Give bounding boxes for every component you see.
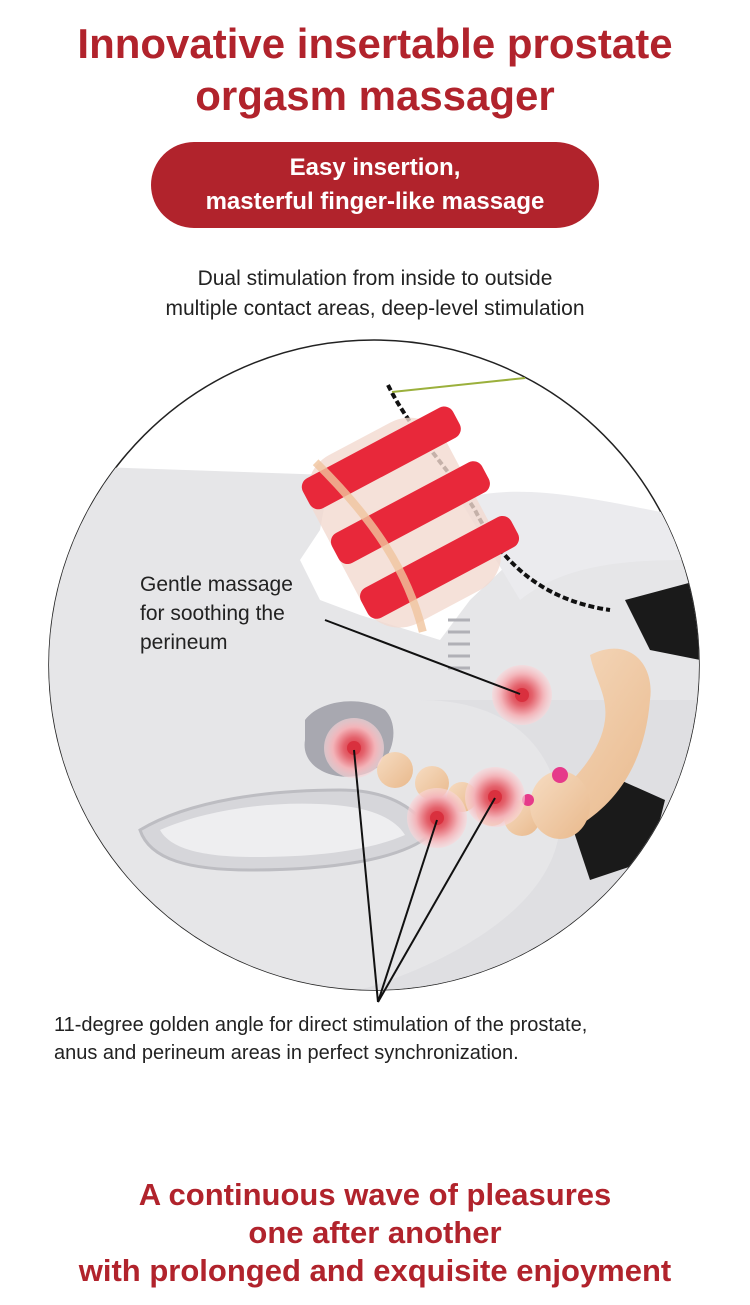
callout-line-gentle	[324, 619, 521, 695]
external-massager	[301, 406, 520, 633]
subtitle: Dual stimulation from inside to outside …	[0, 264, 750, 324]
page-title: Innovative insertable prostate orgasm ma…	[0, 18, 750, 122]
callout-golden-angle: 11-degree golden angle for direct stimul…	[54, 1011, 714, 1067]
tagline-line-1: A continuous wave of pleasures	[138, 1177, 612, 1212]
title-line-1: Innovative insertable prostate	[77, 20, 673, 67]
title-line-2: orgasm massager	[195, 72, 555, 119]
callout-lines-angle	[353, 749, 496, 1003]
badge-line-1: Easy insertion,	[289, 154, 461, 181]
anatomy-upper-shape	[460, 491, 699, 600]
tagline-line-2: one after another	[248, 1215, 502, 1250]
device-handle-upper	[625, 580, 699, 660]
badge-line-2: masterful finger-like massage	[205, 188, 545, 215]
spring-detail	[448, 618, 470, 670]
callout-gentle-line-1: Gentle massage	[140, 573, 293, 596]
subtitle-line-1: Dual stimulation from inside to outside	[197, 267, 553, 290]
callout-angle-line-2: anus and perineum areas in perfect synch…	[54, 1042, 519, 1064]
callout-gentle-line-3: perineum	[140, 631, 228, 654]
anatomy-organ-inner	[160, 803, 405, 857]
tagline-line-3: with prolonged and exquisite enjoyment	[78, 1253, 672, 1288]
callout-gentle-line-2: for soothing the	[140, 602, 285, 625]
callout-angle-line-1: 11-degree golden angle for direct stimul…	[54, 1014, 588, 1036]
subtitle-line-2: multiple contact areas, deep-level stimu…	[165, 297, 585, 320]
internal-massager-arm	[530, 648, 651, 831]
tagline: A continuous wave of pleasures one after…	[0, 1176, 750, 1290]
pink-accent	[552, 767, 568, 783]
feature-badge: Easy insertion, masterful finger-like ma…	[151, 142, 599, 228]
device-string	[391, 377, 526, 393]
product-illustration	[48, 339, 700, 1003]
callout-gentle-massage: Gentle massage for soothing the perineum	[140, 570, 293, 657]
